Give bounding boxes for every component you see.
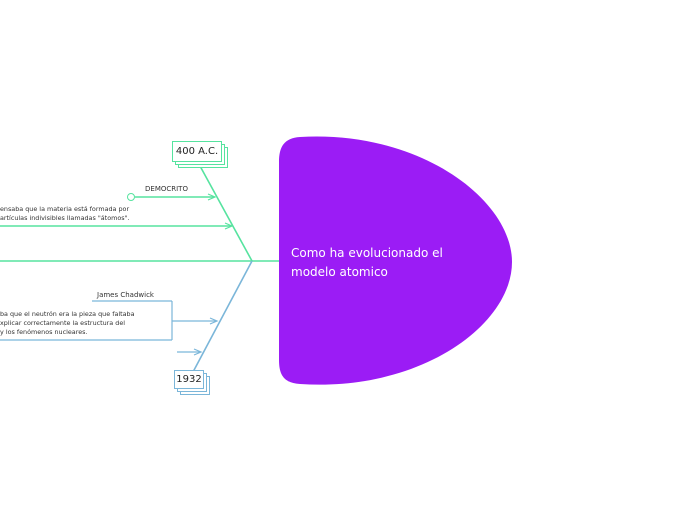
democrito-description[interactable]: ensaba que la materia está formada por a…	[0, 205, 130, 223]
lower-branch-line	[192, 260, 253, 373]
central-topic-line-2: modelo atomico	[291, 265, 388, 279]
chadwick-label[interactable]: James Chadwick	[97, 291, 154, 299]
date-box-400ac[interactable]: 400 A.C.	[172, 141, 222, 162]
central-topic-label[interactable]: Como ha evolucionado el modelo atomico	[291, 244, 481, 282]
lower-small-arrow	[193, 348, 203, 356]
chadwick-description[interactable]: ba que el neutrón era la pieza que falta…	[0, 310, 135, 337]
date-box-1932[interactable]: 1932	[174, 370, 204, 389]
democrito-description-line-1: ensaba que la materia está formada por	[0, 205, 130, 213]
democrito-arrow	[207, 193, 217, 201]
chadwick-description-line-3: y los fenómenos nucleares.	[0, 328, 88, 336]
date-label-400ac: 400 A.C.	[175, 146, 219, 157]
chadwick-arrow	[209, 317, 219, 325]
chadwick-description-line-1: ba que el neutrón era la pieza que falta…	[0, 310, 135, 318]
democrito-node[interactable]	[127, 193, 135, 201]
upper-branch-line	[199, 165, 253, 262]
democrito-label[interactable]: DEMOCRITO	[145, 185, 188, 193]
chadwick-description-line-2: xplicar correctamente la estructura del	[0, 319, 126, 327]
central-topic-shape[interactable]	[279, 136, 512, 385]
upper-text-arrow	[224, 222, 234, 230]
date-label-1932: 1932	[176, 374, 202, 385]
democrito-description-line-2: artículas indivisibles llamadas "átomos"…	[0, 214, 130, 222]
central-topic-line-1: Como ha evolucionado el	[291, 246, 443, 260]
